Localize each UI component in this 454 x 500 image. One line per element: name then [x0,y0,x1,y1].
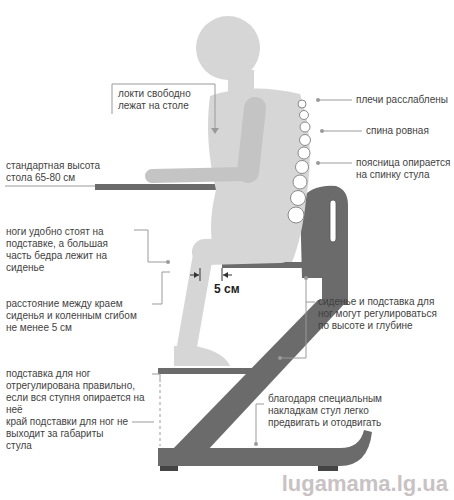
child-figure [174,16,310,366]
chair-back [300,186,348,305]
glide-pad [318,466,338,471]
child-shin [186,255,203,352]
callout-text: благодаря специальным накладкам стул лег… [268,393,398,429]
callout-text: ноги удобно стоят на подставке, а больша… [6,226,132,274]
chair-base [158,430,372,466]
callout-text: сиденье и подставка для ног могут регули… [318,296,450,332]
table-line [5,186,95,187]
dimension-label: 5 см [214,282,254,296]
watermark: lugamama.lg.ua [250,472,448,496]
child-foot [174,346,230,366]
dimension-5cm [190,268,232,281]
callout-text: спина ровная [366,125,450,137]
callout-text: локти свободно лежат на столе [118,88,202,112]
callout-text: подставка для ног отрегулирована правиль… [6,368,150,416]
child-arm [152,108,255,176]
footrest [158,368,276,374]
chair-slot [330,200,336,242]
leader-lines [112,84,362,446]
callout-text: расстояние между краем сиденья и коленны… [6,298,150,334]
glide-pad [160,466,178,471]
child-thigh [205,250,280,252]
spine [288,100,311,223]
callout-text: край подставки для ног не выходит за габ… [6,416,130,452]
callout-text: поясница опирается на спинку стула [356,157,452,181]
dimension-arrows [194,272,228,278]
dimension-note: стандартная высота стола 65-80 см [6,160,116,184]
callout-text: плечи расслаблены [356,94,450,106]
